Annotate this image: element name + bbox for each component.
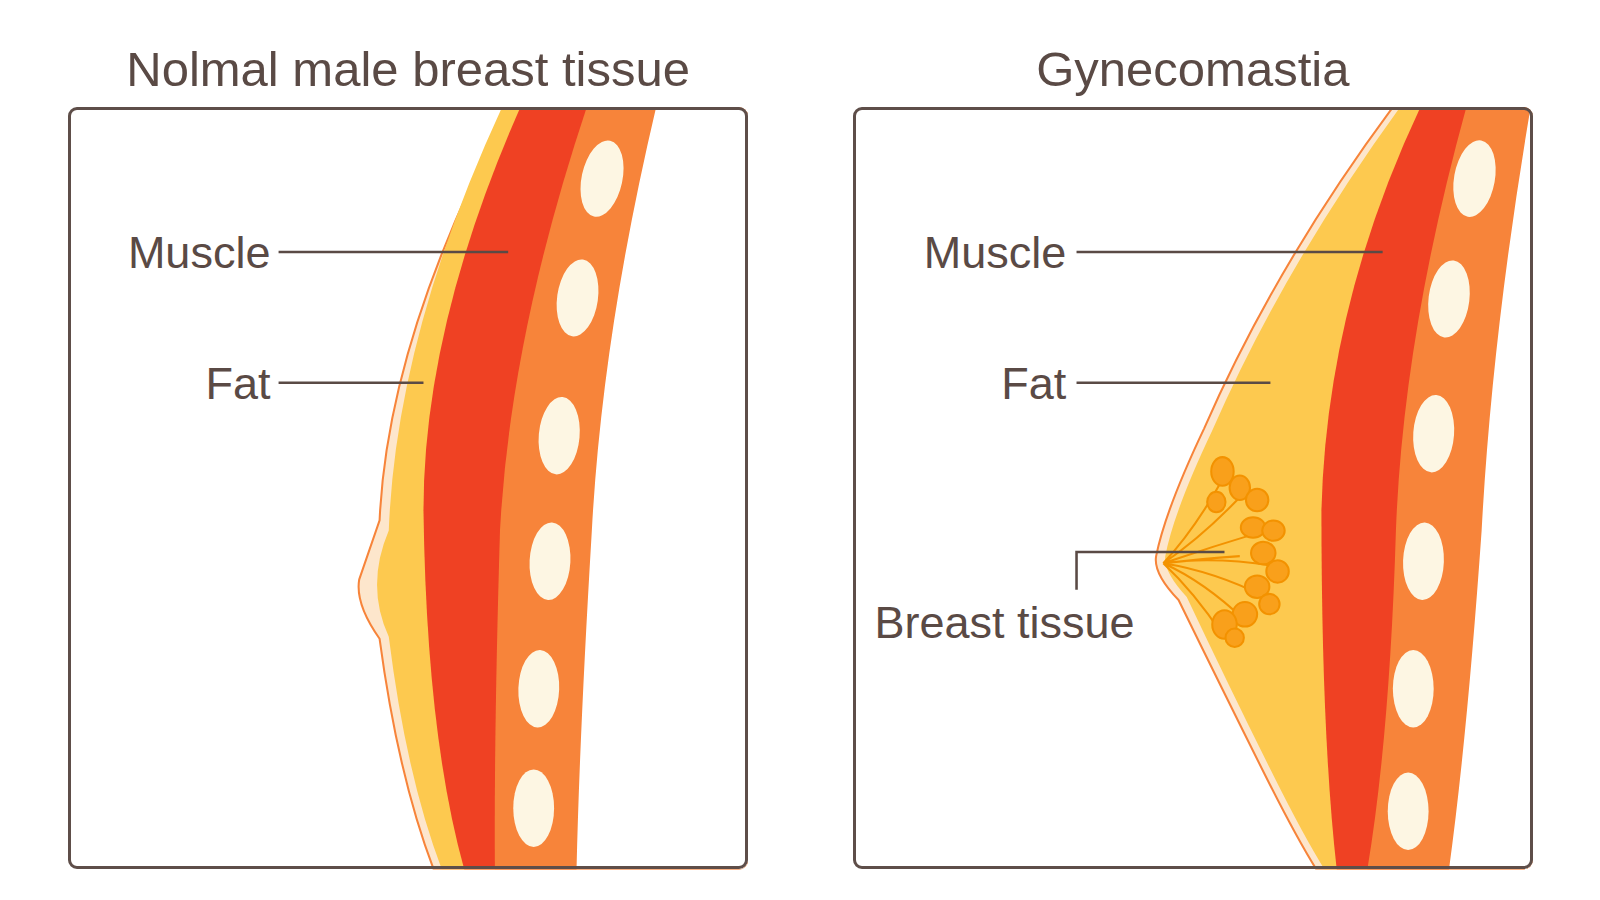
rib: [552, 257, 603, 339]
tissue-label: Breast tissue: [874, 600, 1134, 645]
skin-layer: [359, 107, 748, 869]
panel-title: Gynecomastia: [853, 45, 1533, 94]
background: [1449, 107, 1533, 869]
normal-chest-section: [359, 107, 748, 869]
tissue-label: Fat: [205, 360, 270, 405]
fat-layer: [1165, 107, 1533, 869]
skin-layer: [1156, 107, 1533, 869]
rib: [1448, 137, 1502, 220]
background: [577, 107, 748, 869]
muscle-layer: [423, 107, 747, 869]
rib: [517, 649, 560, 728]
tissue-label: Muscle: [128, 230, 271, 275]
gynecomastia-chest-section: [1156, 107, 1533, 869]
rib: [574, 136, 630, 220]
rib-layer: [495, 107, 748, 869]
rib: [513, 769, 554, 847]
panel-title: Nolmal male breast tissue: [68, 45, 748, 94]
illustration-panel: Gynecomastia: [853, 39, 1533, 870]
leader-lines: [279, 252, 1383, 590]
rib: [1393, 650, 1434, 728]
panel-border: [68, 107, 748, 869]
rib: [535, 395, 582, 476]
rib: [1402, 522, 1445, 601]
rib: [1424, 258, 1474, 340]
panel-border: [853, 107, 1533, 869]
rib: [1411, 394, 1457, 474]
tissue-label: Muscle: [924, 230, 1067, 275]
tissue-label: Fat: [1001, 360, 1066, 405]
fat-layer: [377, 107, 748, 869]
rib-layer: [1367, 107, 1532, 869]
rib: [528, 521, 573, 601]
rib: [1388, 772, 1429, 850]
illustration-panel: Nolmal male breast tissue: [68, 39, 748, 870]
muscle-layer: [1321, 107, 1532, 869]
